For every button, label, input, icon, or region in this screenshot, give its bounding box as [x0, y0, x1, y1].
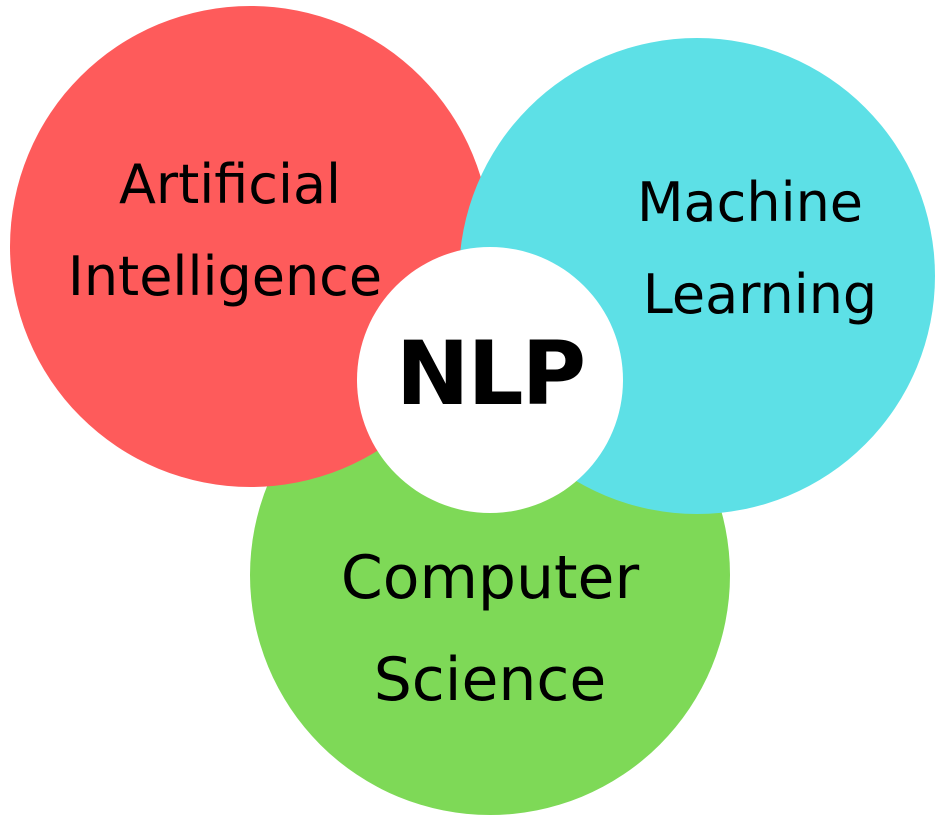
cs-label-line-2: Science: [373, 645, 607, 715]
ml-label-line-1: Machine: [636, 171, 864, 234]
nlp-center-circle: [357, 247, 623, 513]
ai-label-line-2: Intelligence: [67, 245, 383, 308]
nlp-label: NLP: [395, 322, 586, 425]
ai-label-line-1: Artificial: [118, 153, 342, 216]
cs-label-line-1: Computer: [340, 543, 640, 613]
ml-label-line-2: Learning: [642, 263, 878, 326]
